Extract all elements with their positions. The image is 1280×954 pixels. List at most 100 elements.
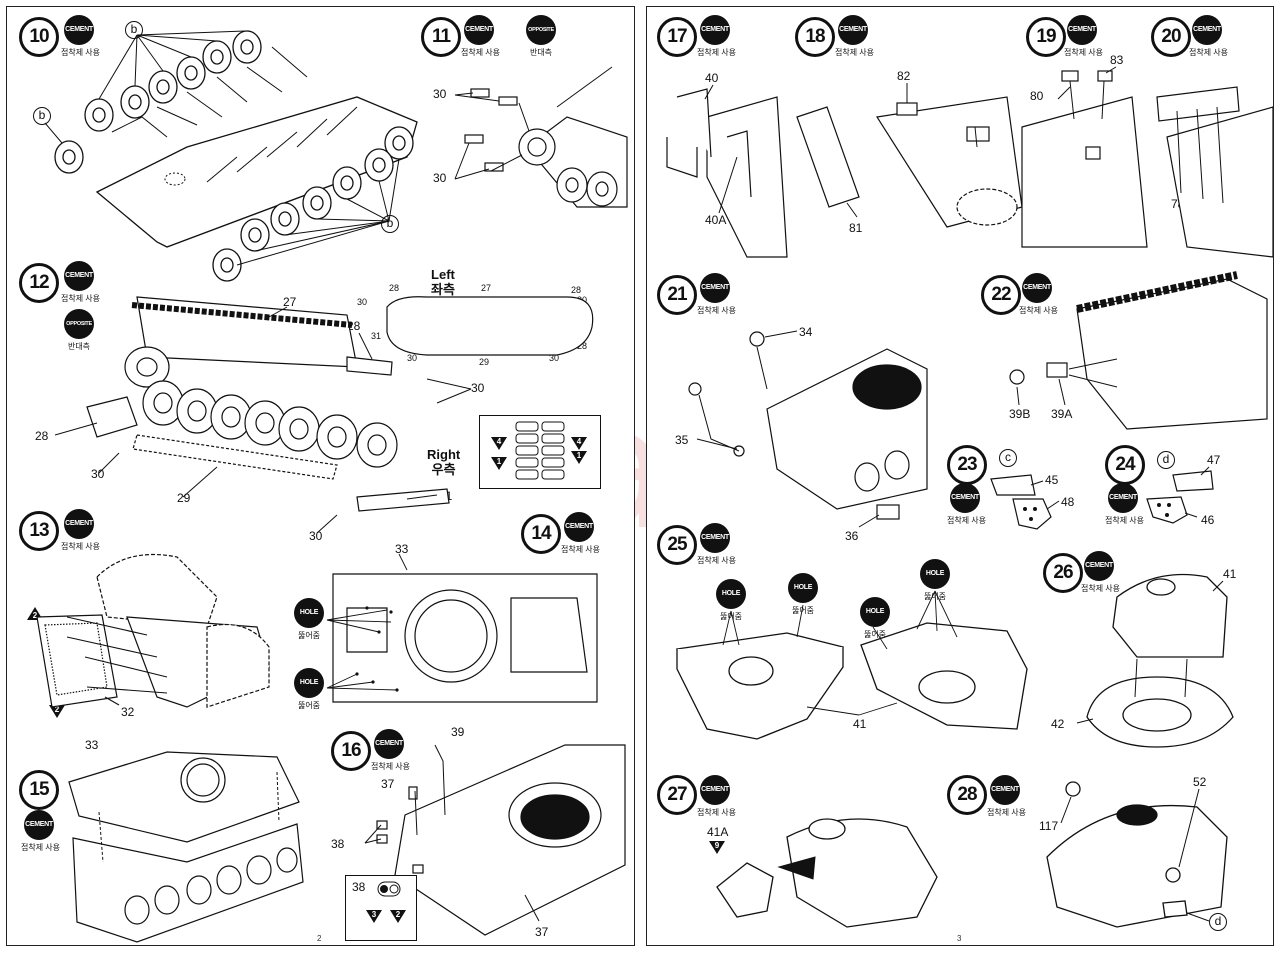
part-label: 48 <box>1061 495 1075 509</box>
part-triangle: 2 <box>390 910 406 923</box>
marker-d: d <box>1157 451 1175 469</box>
part-label: 37 <box>381 777 395 791</box>
step-number: 28 <box>947 775 987 815</box>
step-23-drawing <box>990 474 1060 530</box>
track-links-inset <box>515 421 565 480</box>
part-38-drawing <box>377 881 401 897</box>
part-label: 41 <box>853 717 867 731</box>
part-label: 34 <box>799 325 813 339</box>
part-triangle: 9 <box>709 841 725 854</box>
part-label: 83 <box>1110 53 1124 67</box>
part-label: 30 <box>433 87 447 101</box>
step-20-drawing <box>1156 86 1273 258</box>
step-17-drawing <box>666 84 788 258</box>
page-number: 2 <box>317 934 322 943</box>
part-triangle: 4 <box>571 437 587 450</box>
part-label: 35 <box>675 433 689 447</box>
step-number: 25 <box>657 525 697 565</box>
part-label: 45 <box>1045 473 1059 487</box>
part-label: 40A <box>705 213 727 227</box>
part-label: 36 <box>845 529 859 543</box>
step-22-drawing <box>1009 271 1268 430</box>
suspension-drawing <box>44 30 418 282</box>
step-number: 26 <box>1043 553 1083 593</box>
part-label: 29 <box>479 357 490 367</box>
part-triangle: 3 <box>366 910 382 923</box>
track-drawing <box>54 296 594 534</box>
step-number: 21 <box>657 275 697 315</box>
part-label: 29 <box>177 491 191 505</box>
part-label: 46 <box>1201 513 1215 527</box>
part-label: 32 <box>121 705 135 719</box>
part-label: 33 <box>395 542 409 556</box>
part-label: 39A <box>1051 407 1073 421</box>
part-label: 81 <box>849 221 863 235</box>
rear-plate-drawing <box>36 554 270 708</box>
step-number: 17 <box>657 17 697 57</box>
part-label: 28 <box>577 341 588 351</box>
step-number: 22 <box>981 275 1021 315</box>
part-label: 28 <box>571 285 582 295</box>
marker-d: d <box>1209 913 1227 931</box>
part-label: 82 <box>897 69 911 83</box>
step-28-drawing <box>1046 781 1228 928</box>
part-label: 27 <box>481 283 492 293</box>
part-38-inset: 38 3 2 <box>345 875 417 941</box>
part-label: 31 <box>371 331 382 341</box>
step-number: 18 <box>795 17 835 57</box>
part-triangle: 1 <box>491 457 507 470</box>
hull-assembly-drawing <box>68 751 304 943</box>
turret-floor-drawing <box>676 590 1028 740</box>
step-number: 24 <box>1105 445 1145 485</box>
part-label: 30 <box>549 353 560 363</box>
page-number: 3 <box>957 934 962 943</box>
part-label: 27 <box>283 295 297 309</box>
step-24-drawing <box>1146 466 1214 524</box>
part-label: 42 <box>1051 717 1065 731</box>
part-label: 37 <box>535 925 549 939</box>
part-label: 30 <box>407 353 418 363</box>
part-label: 33 <box>85 738 99 752</box>
step-number: 10 <box>19 17 59 57</box>
hull-top-drawing <box>326 553 598 703</box>
part-label: 47 <box>1207 453 1221 467</box>
step-27-drawing <box>716 818 938 928</box>
